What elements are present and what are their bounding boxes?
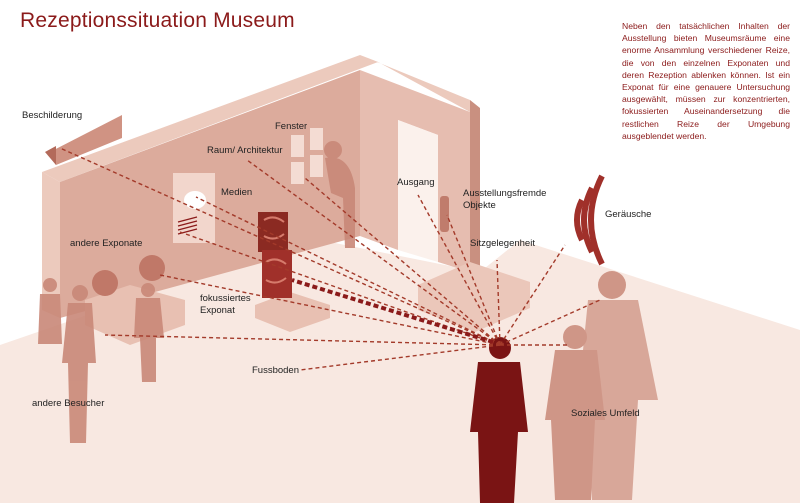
label-exponate: andere Exponate xyxy=(70,238,142,249)
label-raum: Raum/ Architektur xyxy=(207,145,283,156)
label-besucher: andere Besucher xyxy=(32,398,104,409)
exhibit-ball xyxy=(92,270,118,296)
label-fokus-2: Exponat xyxy=(200,305,235,316)
page-title: Rezeptionssituation Museum xyxy=(20,9,295,32)
sound-waves-icon xyxy=(574,174,605,266)
label-sozial: Soziales Umfeld xyxy=(571,408,640,419)
label-ausgang: Ausgang xyxy=(397,177,435,188)
signage xyxy=(48,115,122,165)
side-wall-edge xyxy=(470,100,480,276)
label-fussboden: Fussboden xyxy=(252,365,299,376)
label-medien: Medien xyxy=(221,187,252,198)
label-beschilderung: Beschilderung xyxy=(22,110,82,121)
bench xyxy=(418,262,530,332)
focus-pedestal xyxy=(255,292,330,332)
focused-exhibit xyxy=(258,212,292,298)
back-wall-top xyxy=(42,55,378,182)
label-geraeusche: Geräusche xyxy=(605,209,651,220)
exit-door xyxy=(398,120,438,262)
fire-extinguisher xyxy=(440,196,449,232)
other-visitors xyxy=(38,141,355,443)
social-surroundings xyxy=(545,271,658,500)
label-fremde-2: Objekte xyxy=(463,200,496,211)
label-fokus-1: fokussiertes xyxy=(200,293,251,304)
label-fremde-1: Ausstellungsfremde xyxy=(463,188,546,199)
window xyxy=(291,128,323,184)
attention-rays xyxy=(59,147,601,371)
intro-text: Neben den tatsächlichen Inhalten der Aus… xyxy=(622,21,790,141)
viewer-figure xyxy=(470,337,528,503)
label-fenster: Fenster xyxy=(275,121,307,132)
label-sitz: Sitzgelegenheit xyxy=(470,238,535,249)
